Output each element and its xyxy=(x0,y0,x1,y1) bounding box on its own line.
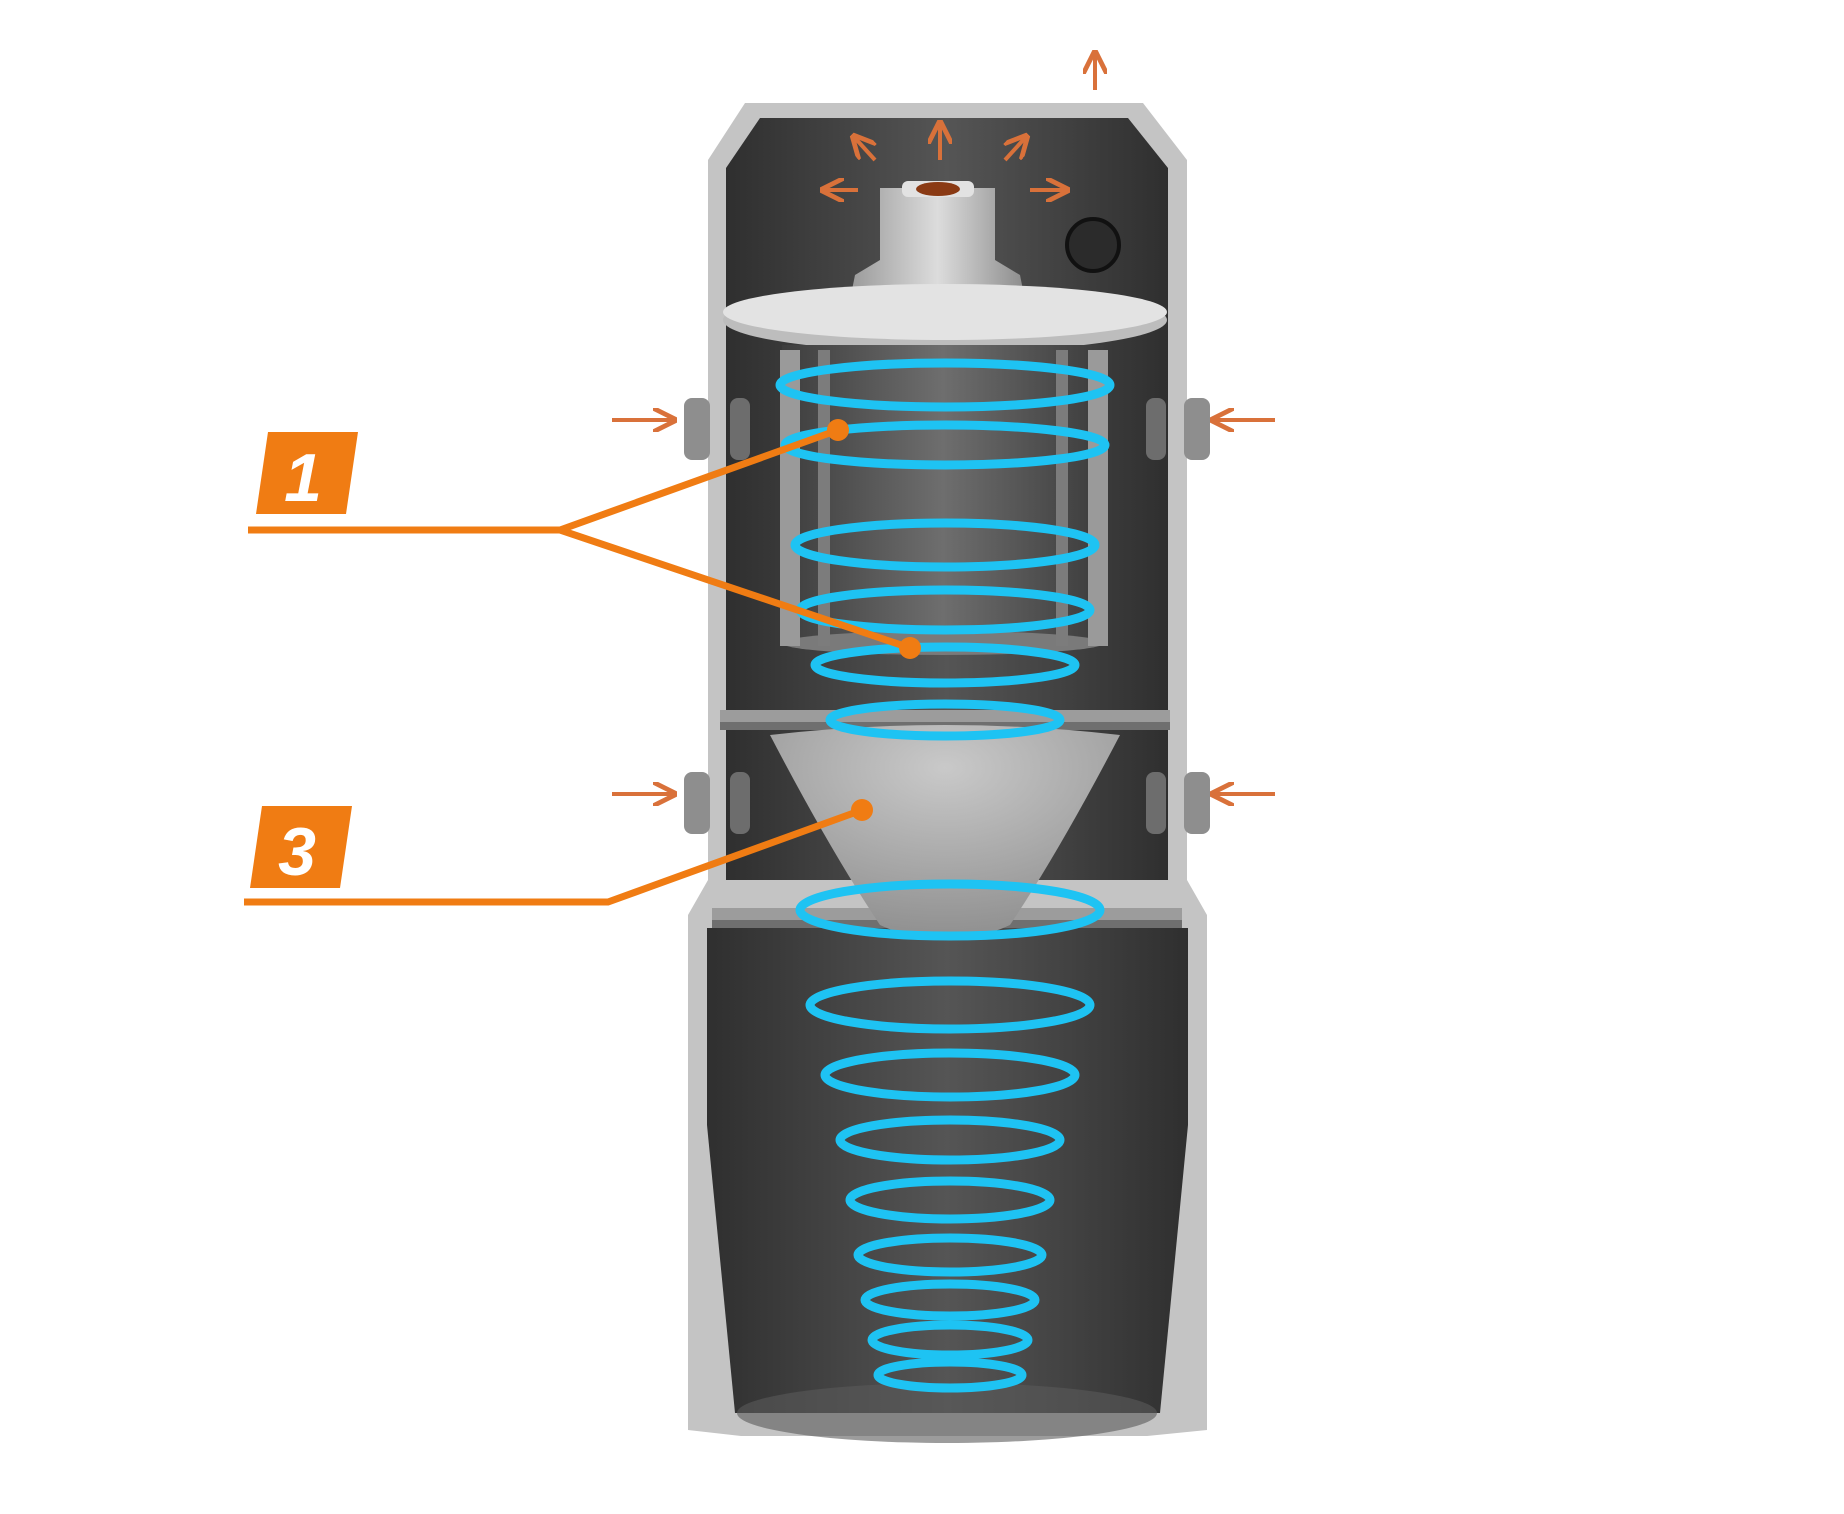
callout-1-dot-b xyxy=(899,637,921,659)
callout-1-number: 1 xyxy=(284,440,322,516)
filter-cylinder xyxy=(780,345,1108,655)
outlet-hole xyxy=(916,182,960,196)
lower-chamber-interior xyxy=(707,928,1188,1413)
callout-1-dot-a xyxy=(827,419,849,441)
callout-3-number: 3 xyxy=(278,814,316,890)
sensor-port xyxy=(1067,219,1119,271)
callout-3-dot xyxy=(851,799,873,821)
